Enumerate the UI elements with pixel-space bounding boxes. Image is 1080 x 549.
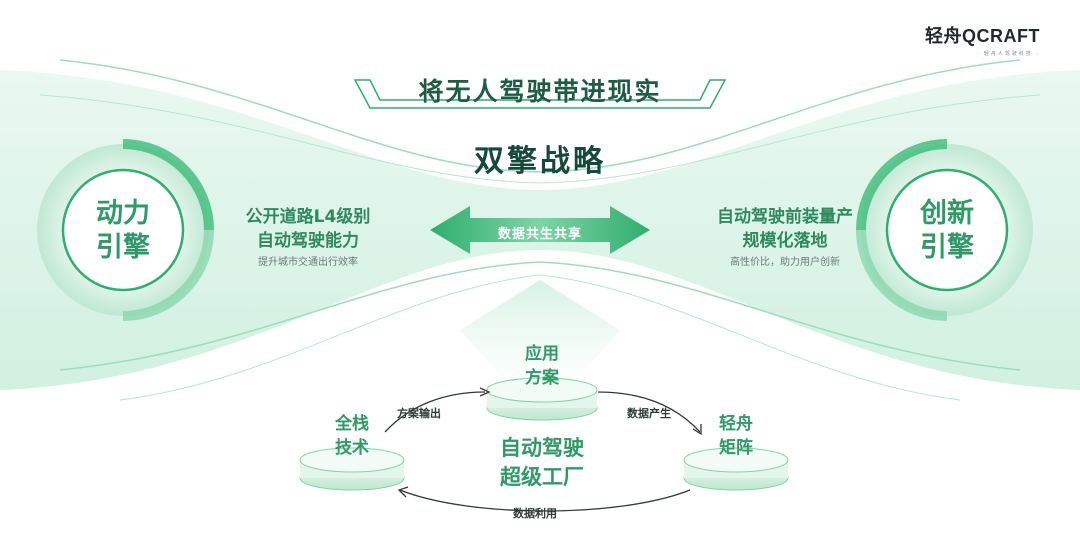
top-node-line1: 应用 <box>497 342 587 366</box>
right-engine-title-line2: 引擎 <box>887 231 1007 265</box>
left-engine-desc-line2: 自动驾驶能力 <box>228 229 388 253</box>
factory-center-label: 自动驾驶 超级工厂 <box>452 434 632 492</box>
left-node-line2: 技术 <box>307 436 397 460</box>
left-engine-desc: 公开道路L4级别 自动驾驶能力 提升城市交通出行效率 <box>228 205 388 268</box>
share-label: 数据共生共享 <box>470 223 610 242</box>
headline: 将无人驾驶带进现实 <box>0 72 1080 108</box>
left-engine-title-line2: 引擎 <box>63 231 183 265</box>
strategy-title: 双擎战略 <box>0 136 1080 180</box>
left-engine-desc-sub: 提升城市交通出行效率 <box>228 253 388 268</box>
arrow-label-data-utilization: 数据利用 <box>513 505 557 521</box>
right-node-label: 轻舟 矩阵 <box>691 412 781 460</box>
arrow-label-data-generation: 数据产生 <box>627 405 671 421</box>
right-engine-desc-line1: 自动驾驶前装量产 <box>690 205 880 229</box>
left-engine-title: 动力 引擎 <box>63 197 183 265</box>
right-engine-desc: 自动驾驶前装量产 规模化落地 高性价比，助力用户创新 <box>690 205 880 268</box>
left-engine-title-line1: 动力 <box>63 197 183 231</box>
arrow-label-solution-output: 方案输出 <box>397 405 441 421</box>
right-engine-title-line1: 创新 <box>887 197 1007 231</box>
qcraft-logo: 轻舟QCRAFT · 轻舟人驾驶科技 · <box>925 22 1040 57</box>
left-engine-desc-line1: 公开道路L4级别 <box>228 205 388 229</box>
logo-slogan: · 轻舟人驾驶科技 · <box>925 50 1040 57</box>
left-node-label: 全栈 技术 <box>307 412 397 460</box>
left-node-line1: 全栈 <box>307 412 397 436</box>
top-node-line2: 方案 <box>497 366 587 390</box>
logo-text: 轻舟QCRAFT <box>925 22 1040 48</box>
right-engine-desc-line2: 规模化落地 <box>690 229 880 253</box>
right-node-line2: 矩阵 <box>691 436 781 460</box>
right-engine-desc-sub: 高性价比，助力用户创新 <box>690 253 880 268</box>
right-node-line1: 轻舟 <box>691 412 781 436</box>
factory-center-line1: 自动驾驶 <box>452 434 632 463</box>
factory-center-line2: 超级工厂 <box>452 463 632 492</box>
right-engine-title: 创新 引擎 <box>887 197 1007 265</box>
top-node-label: 应用 方案 <box>497 342 587 390</box>
